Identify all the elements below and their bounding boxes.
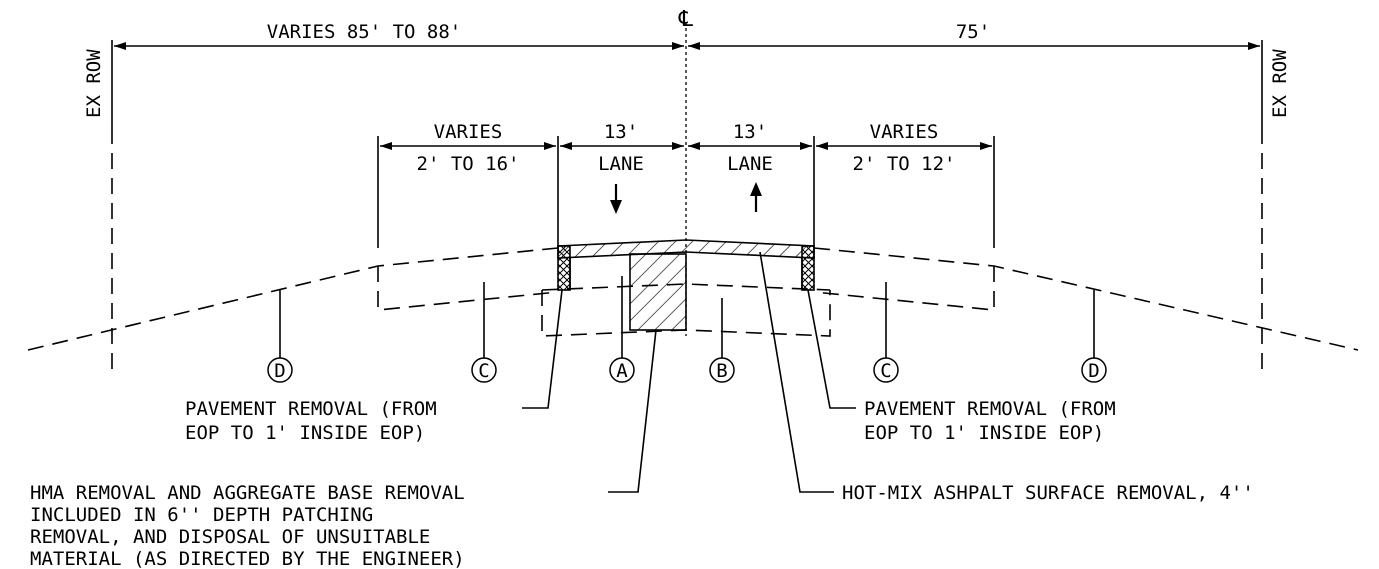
northbound-arrow-icon [750, 182, 762, 212]
zone-a-marker: A [609, 357, 635, 383]
right-lane-label: LANE [727, 153, 773, 175]
right-shoulder-range: 2' TO 12' [853, 153, 956, 175]
hma-removal-line4: MATERIAL (AS DIRECTED BY THE ENGINEER) [30, 548, 465, 569]
hma-removal-line1: HMA REMOVAL AND AGGREGATE BASE REMOVAL [30, 482, 465, 504]
depth-patching-area [629, 253, 687, 331]
left-shoulder-varies: VARIES [434, 121, 503, 143]
ex-row-right-label: EX ROW [1269, 49, 1291, 118]
left-lane-width: 13' [604, 121, 638, 143]
zone-d-left-marker: D [267, 357, 293, 383]
left-lane-label: LANE [598, 153, 644, 175]
zone-d-right-marker: D [1081, 357, 1107, 383]
svg-text:C: C [478, 360, 489, 382]
left-overall-dimension: VARIES 85' TO 88' [267, 21, 461, 43]
svg-text:D: D [1088, 360, 1099, 382]
right-shoulder-varies: VARIES [870, 121, 939, 143]
callout-hma-removal: HMA REMOVAL AND AGGREGATE BASE REMOVAL I… [30, 329, 657, 569]
southbound-arrow-icon [610, 184, 622, 214]
centerline: ℄ [678, 7, 694, 336]
zone-c-right-marker: C [873, 357, 899, 383]
overall-dimension: VARIES 85' TO 88' 75' [114, 21, 1260, 50]
centerline-symbol: ℄ [678, 7, 694, 32]
callout-pavement-removal-right: PAVEMENT REMOVAL (FROM EOP TO 1' INSIDE … [807, 289, 1116, 444]
pavement-removal-right-line1: PAVEMENT REMOVAL (FROM [864, 398, 1116, 420]
left-shoulder-range: 2' TO 16' [417, 153, 520, 175]
callout-pavement-removal-left: PAVEMENT REMOVAL (FROM EOP TO 1' INSIDE … [185, 289, 563, 444]
zone-c-left-marker: C [471, 357, 497, 383]
hot-mix-removal-label: HOT-MIX ASHPALT SURFACE REMOVAL, 4'' [842, 482, 1254, 504]
ex-row-left: EX ROW [83, 40, 113, 375]
zone-markers: D C A B C D [267, 276, 1107, 383]
ex-row-right: EX ROW [1261, 40, 1291, 375]
hma-removal-line3: REMOVAL, AND DISPOSAL OF UNSUITABLE [30, 526, 430, 548]
pavement-removal-left-line2: EOP TO 1' INSIDE EOP) [185, 422, 425, 444]
lane-direction-arrows [610, 182, 762, 214]
svg-text:D: D [274, 360, 285, 382]
svg-text:B: B [716, 360, 727, 382]
right-overall-dimension: 75' [956, 21, 990, 43]
svg-text:A: A [616, 360, 628, 382]
hma-removal-line2: INCLUDED IN 6'' DEPTH PATCHING [30, 504, 373, 526]
zone-b-marker: B [709, 357, 735, 383]
callout-hot-mix-removal: HOT-MIX ASHPALT SURFACE REMOVAL, 4'' [759, 251, 1254, 504]
existing-ground [27, 247, 1359, 351]
pavement-removal-right-line2: EOP TO 1' INSIDE EOP) [864, 422, 1104, 444]
extension-lines [377, 136, 995, 248]
pavement-removal-left-line1: PAVEMENT REMOVAL (FROM [185, 398, 437, 420]
eop-pavement-removal [557, 245, 815, 291]
ex-row-left-label: EX ROW [83, 49, 105, 118]
inner-dimensions: VARIES 2' TO 16' 13' LANE 13' LANE VARIE… [380, 121, 992, 175]
svg-text:C: C [880, 360, 891, 382]
right-lane-width: 13' [733, 121, 767, 143]
